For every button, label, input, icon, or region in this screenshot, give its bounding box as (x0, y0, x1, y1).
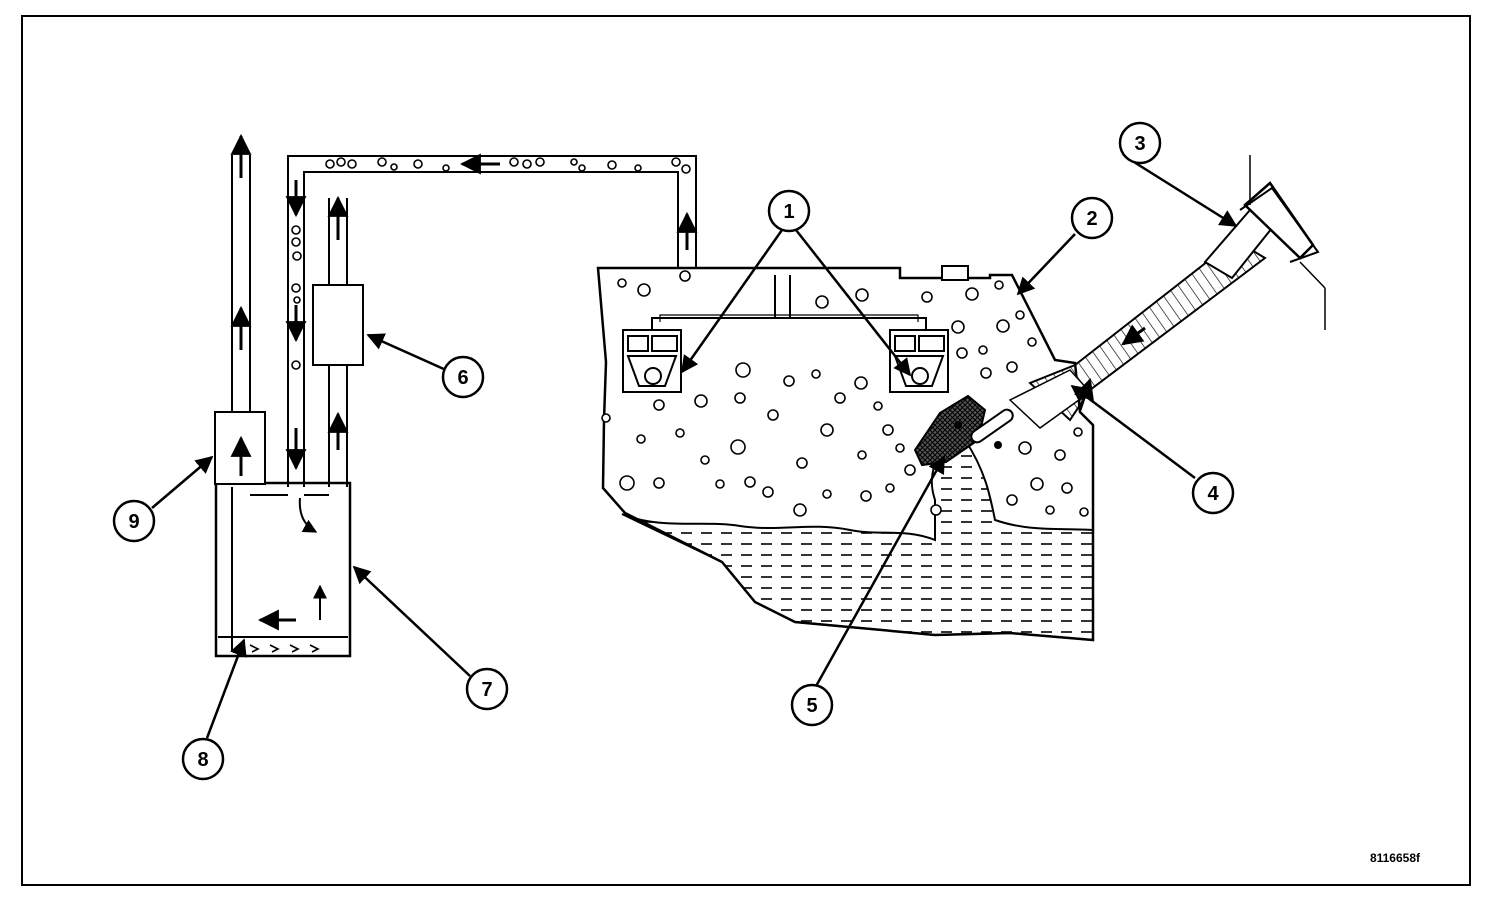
callout-9-number: 9 (128, 511, 139, 533)
callout-6-number: 6 (457, 367, 468, 389)
inlet-screen (913, 394, 1014, 467)
callout-leaders (151, 155, 1238, 739)
callout-4-number: 4 (1207, 483, 1219, 505)
vapor-bubbles-line (291, 157, 691, 370)
callout-3: 3 (1118, 121, 1162, 165)
callout-1: 1 (767, 189, 811, 233)
callout-2-number: 2 (1086, 208, 1097, 230)
callout-3-number: 3 (1134, 133, 1145, 155)
callout-4: 4 (1191, 471, 1235, 515)
callout-1-number: 1 (783, 201, 794, 223)
callout-8: 8 (181, 737, 225, 781)
figure-id: 8116658f (1370, 851, 1421, 865)
filter-media (249, 644, 320, 653)
callout-5: 5 (790, 683, 834, 727)
callout-7-number: 7 (481, 679, 492, 701)
liquid-fuel (621, 438, 1094, 642)
callout-8-number: 8 (197, 749, 208, 771)
frame-border (21, 15, 1471, 886)
callout-7: 7 (465, 667, 509, 711)
callout-9: 9 (112, 499, 156, 543)
callout-5-number: 5 (806, 695, 817, 717)
component-box-6 (312, 284, 364, 366)
callout-6: 6 (441, 355, 485, 399)
callout-2: 2 (1070, 196, 1114, 240)
filler-neck (1008, 155, 1326, 429)
flow-arrows-left (230, 133, 698, 631)
